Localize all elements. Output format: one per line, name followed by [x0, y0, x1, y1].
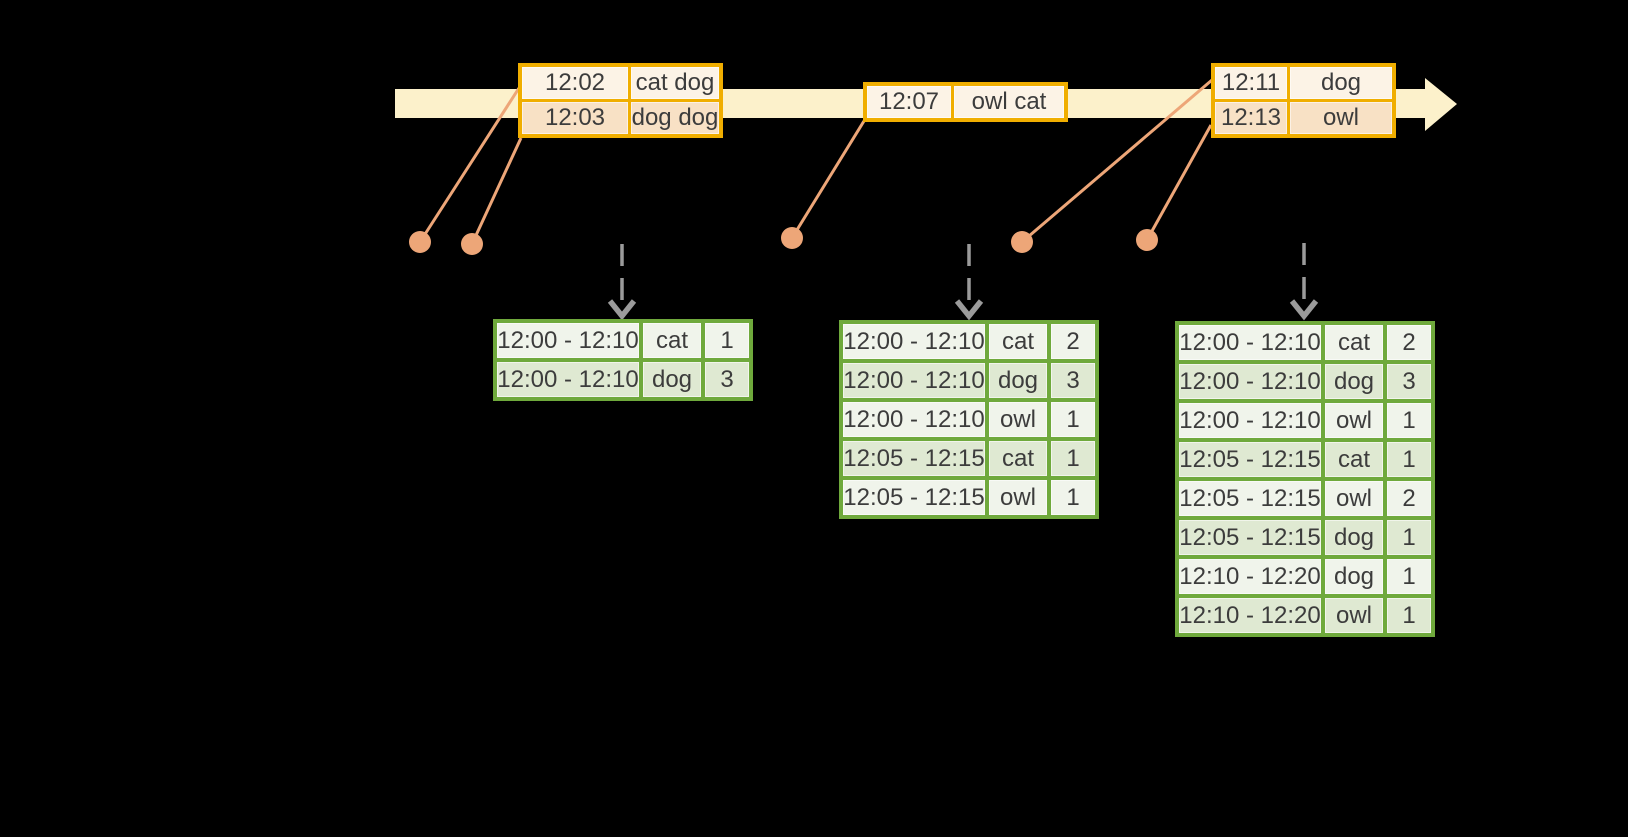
word-cell: owl — [1325, 598, 1383, 633]
event-words-cell: cat dog — [631, 67, 719, 99]
event-table-3: 12:11 dog 12:13 owl — [1211, 63, 1396, 138]
word-cell: owl — [989, 402, 1047, 437]
window-cell: 12:00 - 12:10 — [497, 362, 639, 397]
word-cell: cat — [643, 323, 701, 358]
event-link-line — [418, 87, 521, 243]
count-cell: 3 — [1387, 364, 1431, 399]
event-dot — [409, 231, 431, 253]
result-row: 12:00 - 12:10 cat 2 — [1179, 325, 1431, 360]
event-time-cell: 12:11 — [1215, 67, 1287, 99]
event-time-cell: 12:02 — [522, 67, 628, 99]
window-cell: 12:00 - 12:10 — [1179, 403, 1321, 438]
count-cell: 1 — [1387, 403, 1431, 438]
word-cell: dog — [643, 362, 701, 397]
trigger-arrow-icon — [954, 244, 984, 321]
result-row: 12:05 - 12:15 owl 1 — [843, 480, 1095, 515]
event-link-line — [790, 120, 866, 239]
count-cell: 1 — [1387, 520, 1431, 555]
count-cell: 3 — [705, 362, 749, 397]
event-row: 12:13 owl — [1215, 102, 1392, 134]
trigger-arrow-icon — [607, 244, 637, 321]
event-row: 12:07 owl cat — [867, 86, 1064, 118]
word-cell: owl — [989, 480, 1047, 515]
event-words-cell: dog — [1290, 67, 1392, 99]
event-time-cell: 12:07 — [867, 86, 951, 118]
result-row: 12:00 - 12:10 dog 3 — [1179, 364, 1431, 399]
window-cell: 12:00 - 12:10 — [843, 363, 985, 398]
result-row: 12:05 - 12:15 owl 2 — [1179, 481, 1431, 516]
result-row: 12:05 - 12:15 cat 1 — [843, 441, 1095, 476]
window-cell: 12:00 - 12:10 — [497, 323, 639, 358]
event-words-cell: owl cat — [954, 86, 1064, 118]
event-row: 12:02 cat dog — [522, 67, 719, 99]
count-cell: 2 — [1387, 325, 1431, 360]
result-row: 12:05 - 12:15 dog 1 — [1179, 520, 1431, 555]
window-cell: 12:05 - 12:15 — [843, 441, 985, 476]
result-row: 12:00 - 12:10 dog 3 — [497, 362, 749, 397]
window-cell: 12:10 - 12:20 — [1179, 559, 1321, 594]
word-cell: dog — [989, 363, 1047, 398]
result-table-1: 12:00 - 12:10 cat 1 12:00 - 12:10 dog 3 — [493, 319, 753, 401]
event-row: 12:03 dog dog — [522, 102, 719, 134]
timeline-arrowhead-icon — [1425, 78, 1457, 131]
count-cell: 1 — [705, 323, 749, 358]
window-cell: 12:05 - 12:15 — [1179, 442, 1321, 477]
word-cell: dog — [1325, 364, 1383, 399]
result-row: 12:05 - 12:15 cat 1 — [1179, 442, 1431, 477]
window-cell: 12:00 - 12:10 — [1179, 364, 1321, 399]
result-row: 12:00 - 12:10 cat 1 — [497, 323, 749, 358]
window-cell: 12:00 - 12:10 — [843, 324, 985, 359]
count-cell: 2 — [1387, 481, 1431, 516]
event-dot — [1136, 229, 1158, 251]
word-cell: cat — [989, 324, 1047, 359]
window-cell: 12:05 - 12:15 — [843, 480, 985, 515]
window-cell: 12:00 - 12:10 — [1179, 325, 1321, 360]
count-cell: 1 — [1051, 402, 1095, 437]
result-row: 12:00 - 12:10 owl 1 — [1179, 403, 1431, 438]
result-row: 12:00 - 12:10 owl 1 — [843, 402, 1095, 437]
event-table-2: 12:07 owl cat — [863, 82, 1068, 122]
result-table-3: 12:00 - 12:10 cat 2 12:00 - 12:10 dog 3 … — [1175, 321, 1435, 637]
event-link-line — [1145, 124, 1213, 241]
count-cell: 3 — [1051, 363, 1095, 398]
event-dot — [781, 227, 803, 249]
count-cell: 1 — [1387, 598, 1431, 633]
count-cell: 1 — [1051, 480, 1095, 515]
word-cell: cat — [1325, 442, 1383, 477]
word-cell: owl — [1325, 481, 1383, 516]
event-time-cell: 12:13 — [1215, 102, 1287, 134]
event-table-1: 12:02 cat dog 12:03 dog dog — [518, 63, 723, 138]
event-words-cell: owl — [1290, 102, 1392, 134]
count-cell: 1 — [1387, 442, 1431, 477]
word-cell: dog — [1325, 520, 1383, 555]
result-row: 12:00 - 12:10 dog 3 — [843, 363, 1095, 398]
word-cell: owl — [1325, 403, 1383, 438]
event-dot — [1011, 231, 1033, 253]
event-time-cell: 12:03 — [522, 102, 628, 134]
trigger-arrow-icon — [1289, 243, 1319, 321]
window-cell: 12:05 - 12:15 — [1179, 481, 1321, 516]
event-dot — [461, 233, 483, 255]
result-row: 12:10 - 12:20 owl 1 — [1179, 598, 1431, 633]
count-cell: 2 — [1051, 324, 1095, 359]
word-cell: dog — [1325, 559, 1383, 594]
event-link-line — [1021, 78, 1213, 244]
word-cell: cat — [989, 441, 1047, 476]
result-table-2: 12:00 - 12:10 cat 2 12:00 - 12:10 dog 3 … — [839, 320, 1099, 519]
window-cell: 12:10 - 12:20 — [1179, 598, 1321, 633]
window-cell: 12:05 - 12:15 — [1179, 520, 1321, 555]
window-cell: 12:00 - 12:10 — [843, 402, 985, 437]
event-row: 12:11 dog — [1215, 67, 1392, 99]
event-words-cell: dog dog — [631, 102, 719, 134]
count-cell: 1 — [1387, 559, 1431, 594]
result-row: 12:10 - 12:20 dog 1 — [1179, 559, 1431, 594]
result-row: 12:00 - 12:10 cat 2 — [843, 324, 1095, 359]
event-link-line — [470, 137, 523, 245]
word-cell: cat — [1325, 325, 1383, 360]
count-cell: 1 — [1051, 441, 1095, 476]
